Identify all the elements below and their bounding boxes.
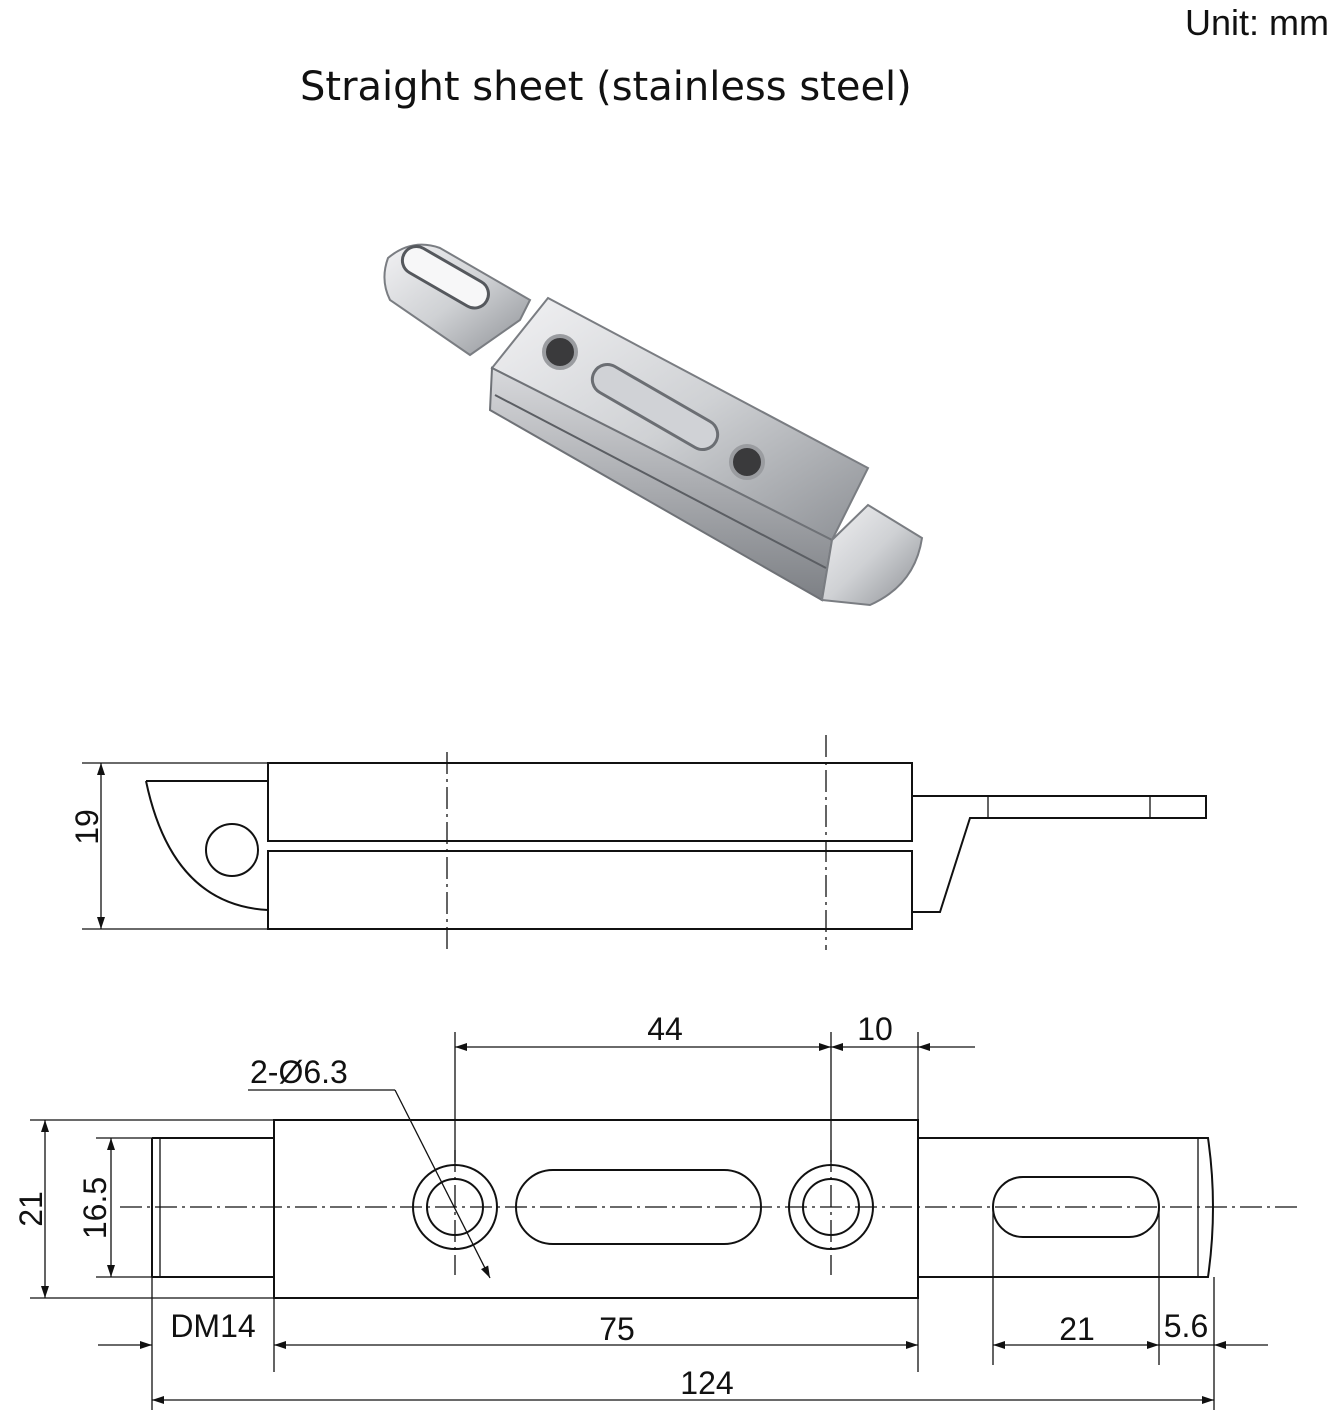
photo-hole-left [542, 334, 578, 370]
drawing-title: Straight sheet (stainless steel) [300, 64, 912, 110]
side-view-bolt-head [145, 780, 269, 911]
side-view-pin [205, 823, 259, 877]
tab-end-dim: 5.6 [1164, 1308, 1208, 1344]
bolt-height-dim: 16.5 [77, 1177, 113, 1239]
body-length-dim: 75 [599, 1311, 635, 1347]
side-view-upper-plate [267, 762, 913, 842]
photo-tab-slot [400, 245, 490, 310]
top-view-bolt-head [151, 1137, 274, 1278]
photo-center-slot [590, 363, 720, 451]
top-view: 44 10 2-Ø6.3 21 16.5 DM14 75 21 5.6 [13, 1011, 1300, 1410]
unit-label: Unit: mm [1185, 2, 1329, 43]
side-view-tab [912, 795, 1207, 913]
hole-to-end-dim: 10 [857, 1011, 893, 1047]
top-view-body [273, 1119, 919, 1299]
photo-hole-right [729, 444, 765, 480]
product-photo [383, 243, 924, 607]
side-height-dim: 19 [69, 809, 105, 845]
hole-callout: 2-Ø6.3 [250, 1054, 348, 1090]
total-length-dim: 124 [680, 1365, 733, 1401]
side-view-lower-plate [267, 850, 913, 930]
bolt-head-dim: DM14 [170, 1308, 255, 1344]
side-view: 19 [69, 735, 1207, 950]
overall-height-dim: 21 [13, 1191, 49, 1227]
hole-spacing-dim: 44 [647, 1011, 683, 1047]
photo-bolt-end [820, 503, 924, 607]
slot-length-dim: 21 [1059, 1311, 1095, 1347]
